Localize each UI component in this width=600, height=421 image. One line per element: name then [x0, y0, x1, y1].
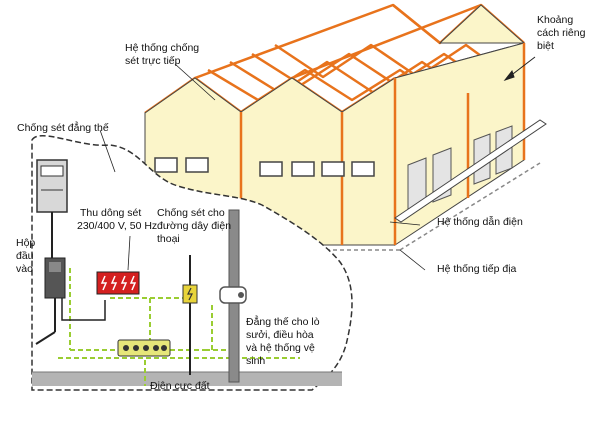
leader-lines — [51, 63, 426, 271]
label-surge-arrester: Thu dông sét — [80, 207, 142, 219]
label-input-box: Hộp đầu vào — [16, 237, 36, 275]
house-cutaway — [31, 135, 353, 391]
label-earth-electrode: Điện cực đất — [150, 380, 210, 392]
label-separation-distance: Khoảng cách riêng biệt — [537, 14, 586, 52]
label-down-conductor-system: Hệ thống dẫn điện — [437, 216, 523, 228]
label-potential-lightning-protection: Chống sét đẳng thế — [17, 122, 109, 134]
label-direct-lightning-system: Hệ thống chống sét trực tiếp — [125, 42, 200, 67]
label-equipotential-utilities: Đẳng thế cho lò sưởi, điều hòa và hệ thố… — [246, 316, 320, 367]
label-telephone-line-protection: Chống sét cho đường dây điện thoại — [157, 207, 232, 245]
label-voltage-rating: 230/400 V, 50 Hz — [77, 220, 158, 232]
label-grounding-system: Hệ thống tiếp địa — [437, 263, 517, 275]
